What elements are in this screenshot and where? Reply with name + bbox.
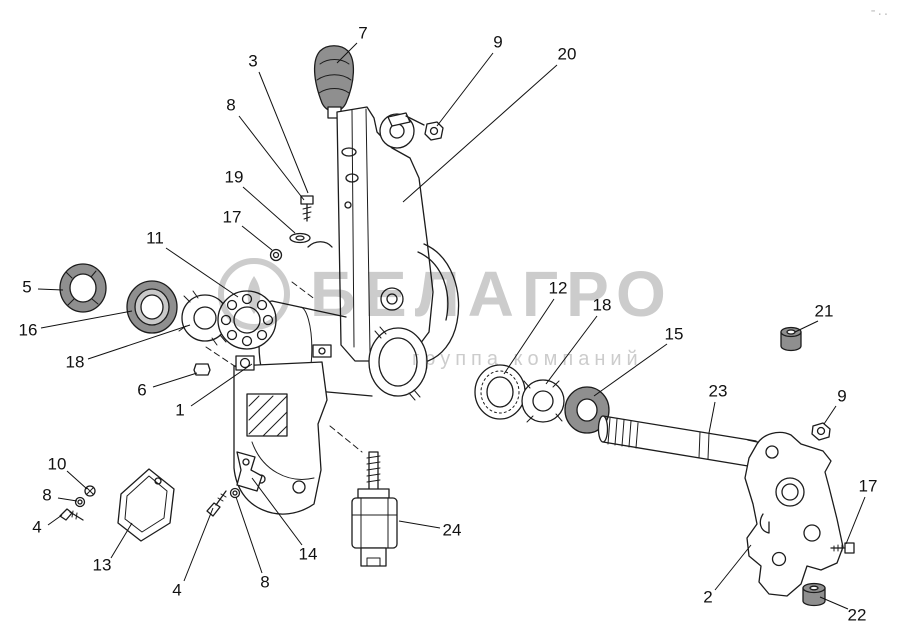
callout-label-9-18: 9 (837, 387, 846, 406)
callout-leader-23-17 (708, 401, 716, 434)
callout-label-15-15: 15 (665, 325, 684, 344)
part-screw-4-left (59, 508, 84, 521)
part-ring-16 (126, 280, 178, 334)
callout-label-18-14: 18 (593, 296, 612, 315)
callout-label-1-12: 1 (175, 401, 184, 420)
part-washer-8-left (74, 496, 86, 508)
callout-leader-21-16 (794, 320, 819, 333)
part-bushing-22 (802, 582, 826, 607)
callout-label-21-16: 21 (815, 302, 834, 321)
callout-label-11-7: 11 (146, 229, 164, 248)
part-seal-15 (564, 386, 610, 434)
part-plunger-24 (351, 451, 398, 567)
callout-leader-8-24 (235, 496, 263, 574)
construction-lines (205, 281, 363, 453)
callout-label-22-29: 22 (848, 606, 867, 625)
callout-leader-17-6 (241, 225, 273, 251)
part-grooved-nut-5 (59, 263, 107, 313)
part-bushing-21 (780, 326, 802, 352)
callout-leader-9-18 (823, 405, 837, 425)
part-bolt-top (300, 195, 314, 222)
callout-leader-18-10 (87, 324, 191, 360)
callout-label-6-11: 6 (137, 381, 146, 400)
callout-label-8-4: 8 (226, 96, 235, 115)
part-gear-knob (313, 45, 355, 119)
part-shaft (597, 415, 777, 469)
callout-leader-4-23 (183, 507, 214, 582)
part-washer-12 (474, 364, 526, 420)
callout-label-7-0: 7 (358, 24, 367, 43)
callout-label-8-24: 8 (260, 573, 269, 592)
callout-label-3-1: 3 (248, 52, 257, 71)
callout-leader-17-27 (845, 496, 866, 545)
part-screw-10 (84, 485, 96, 497)
callout-leader-8-4 (238, 115, 305, 201)
callout-label-10-19: 10 (48, 455, 67, 474)
callout-leader-15-15 (593, 343, 668, 397)
callout-leader-11-7 (165, 247, 239, 298)
callout-label-8-20: 8 (42, 486, 51, 505)
callout-leader-6-11 (152, 372, 198, 388)
callout-leader-14-25 (251, 477, 303, 546)
callout-leader-9-2 (436, 52, 494, 127)
callout-leader-18-14 (545, 315, 598, 385)
callout-leader-8-20 (57, 497, 78, 502)
callout-leader-19-5 (242, 186, 296, 234)
callout-label-5-8: 5 (22, 278, 31, 297)
part-nut-6 (193, 363, 211, 376)
callout-leader-1-12 (190, 363, 253, 407)
callout-leader-5-8 (37, 288, 64, 291)
callout-label-13-22: 13 (93, 556, 112, 575)
part-nut-9-right (811, 422, 831, 441)
part-right-bracket (744, 431, 844, 597)
callout-label-20-3: 20 (558, 45, 577, 64)
callout-label-17-6: 17 (223, 208, 242, 227)
callout-leader-16-9 (40, 310, 133, 329)
callout-leader-20-3 (402, 64, 558, 203)
part-clip-14 (236, 451, 263, 492)
callout-leader-24-26 (398, 520, 441, 529)
callout-label-18-10: 18 (66, 353, 85, 372)
callout-label-9-2: 9 (493, 33, 502, 52)
callout-leader-3-1 (258, 71, 309, 194)
callout-leader-13-22 (110, 522, 133, 559)
callout-leader-22-29 (819, 596, 849, 610)
part-lever-arm (336, 106, 460, 362)
callout-label-19-5: 19 (225, 168, 244, 187)
callout-label-17-27: 17 (859, 477, 878, 496)
part-screw-17-right (830, 542, 855, 554)
callout-label-24-26: 24 (443, 521, 462, 540)
part-bearing-18-right (521, 379, 565, 423)
callout-label-2-28: 2 (703, 588, 712, 607)
callout-label-23-17: 23 (709, 382, 728, 401)
callout-leader-4-21 (47, 514, 63, 526)
callout-leader-7-0 (336, 42, 358, 64)
callout-label-14-25: 14 (299, 545, 318, 564)
part-pivot-nut (424, 121, 444, 141)
part-housing (258, 300, 428, 401)
callout-label-16-9: 16 (19, 321, 38, 340)
part-washer-8-mid (229, 487, 241, 499)
part-lock-washer (289, 232, 333, 248)
callout-label-4-23: 4 (172, 581, 181, 600)
callout-label-12-13: 12 (549, 279, 568, 298)
callout-leader-2-28 (714, 544, 752, 591)
callout-label-4-21: 4 (32, 518, 41, 537)
callout-leader-12-13 (503, 298, 555, 375)
callout-leader-10-19 (66, 470, 88, 490)
